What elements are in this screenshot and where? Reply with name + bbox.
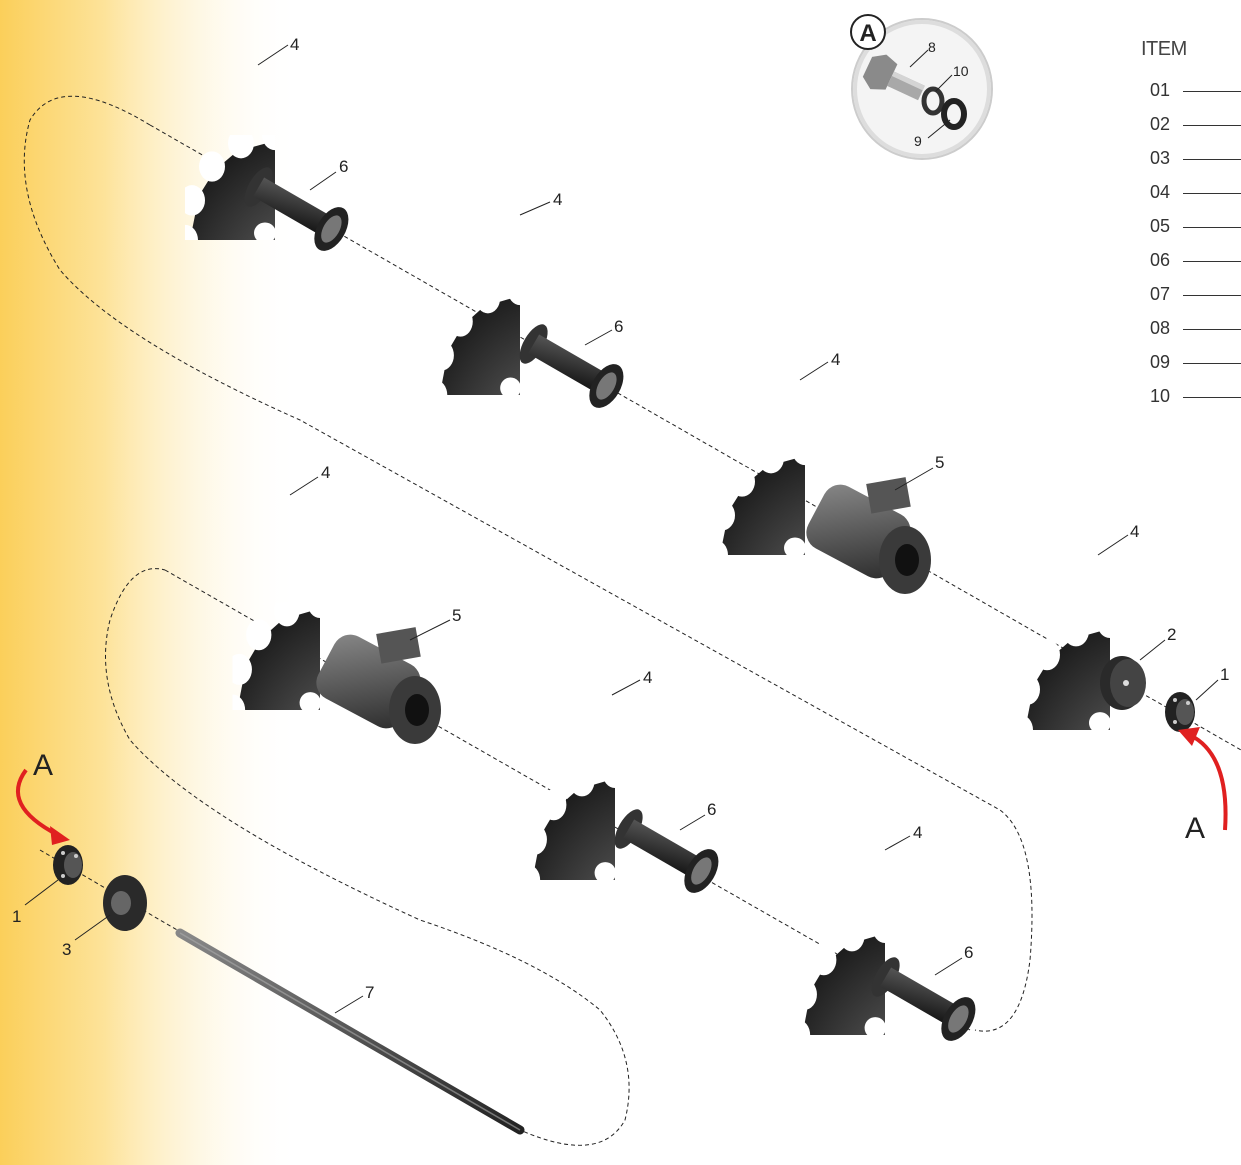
legend-item-number: 03 [1150,148,1171,168]
callout-disc: 4 [290,35,299,54]
callout-disc: 4 [321,463,330,482]
legend-row: 03 [1150,148,1241,168]
callout-washer-10: 10 [953,63,969,79]
flange-hub-right [1165,692,1195,732]
bearing-housing [316,627,441,744]
washer-10 [921,86,945,116]
legend-line [1183,227,1241,228]
discs [172,120,1213,1158]
legend-item-number: 06 [1150,250,1171,270]
legend-item-number: 09 [1150,352,1171,372]
callout-disc: 4 [643,668,652,687]
callout-washer-9: 9 [914,133,922,149]
legend-line [1183,193,1241,194]
detail-a-arrows [15,727,1228,845]
end-plate [1100,656,1146,710]
washer-9 [941,98,967,130]
legend-item-number: 01 [1150,80,1171,100]
legend-row: 01 [1150,80,1241,100]
legend-row: 09 [1150,352,1241,372]
callout-cone-washer: 3 [62,940,71,959]
legend-line [1183,329,1241,330]
spools [244,167,976,1041]
legend-row: 05 [1150,216,1241,236]
spacer-spool [244,167,349,251]
legend-row: 10 [1150,386,1241,406]
callout-spool: 6 [614,317,623,336]
detail-a-marker: A [850,14,886,50]
legend-item-number: 04 [1150,182,1171,202]
callout-labels: 4 4 4 4 4 4 4 6 6 6 6 5 5 2 1 1 3 7 8 10… [12,35,1229,1002]
cone-washer [103,875,147,931]
spacer-spool [871,957,976,1041]
callout-spool: 6 [964,943,973,962]
legend-item-number: 05 [1150,216,1171,236]
callout-bearing: 5 [452,606,461,625]
legend-row: 08 [1150,318,1241,338]
flange-hub-left [53,845,83,885]
legend-row: 06 [1150,250,1241,270]
legend-line [1183,159,1241,160]
legend-line [1183,363,1241,364]
callout-spool: 6 [339,157,348,176]
legend-item-number: 07 [1150,284,1171,304]
axle-shaft [175,928,525,1135]
detail-a-label-left: A [33,749,53,782]
spacer-spool [614,809,719,893]
svg-text:A: A [859,20,876,47]
callout-disc: 4 [1130,522,1139,541]
legend-line [1183,261,1241,262]
bolt [862,54,925,101]
callout-end-plate: 2 [1167,625,1176,644]
bearings [316,477,931,744]
callout-disc: 4 [913,823,922,842]
callout-disc: 4 [831,350,840,369]
callout-axle-shaft: 7 [365,983,374,1002]
legend-item-number: 08 [1150,318,1171,338]
callout-bearing: 5 [935,453,944,472]
callout-flange-hub: 1 [12,907,21,926]
legend-row: 02 [1150,114,1241,134]
legend-item-number: 10 [1150,386,1171,406]
legend-line [1183,397,1241,398]
legend-line [1183,295,1241,296]
callout-flange-hub: 1 [1220,665,1229,684]
legend-item-number: 02 [1150,114,1171,134]
legend-row: 07 [1150,284,1241,304]
legend-line [1183,125,1241,126]
callout-bolt: 8 [928,39,936,55]
callout-spool: 6 [707,800,716,819]
bearing-housing [806,477,931,594]
legend-title: ITEM [1141,38,1187,60]
legend-row: 04 [1150,182,1241,202]
disc-blade [172,120,378,360]
legend-line [1183,91,1241,92]
disc-blade [423,275,618,515]
detail-a-label-right: A [1185,812,1205,845]
spacer-spool [519,324,624,408]
detail-a-inset [851,18,993,160]
callout-disc: 4 [553,190,562,209]
